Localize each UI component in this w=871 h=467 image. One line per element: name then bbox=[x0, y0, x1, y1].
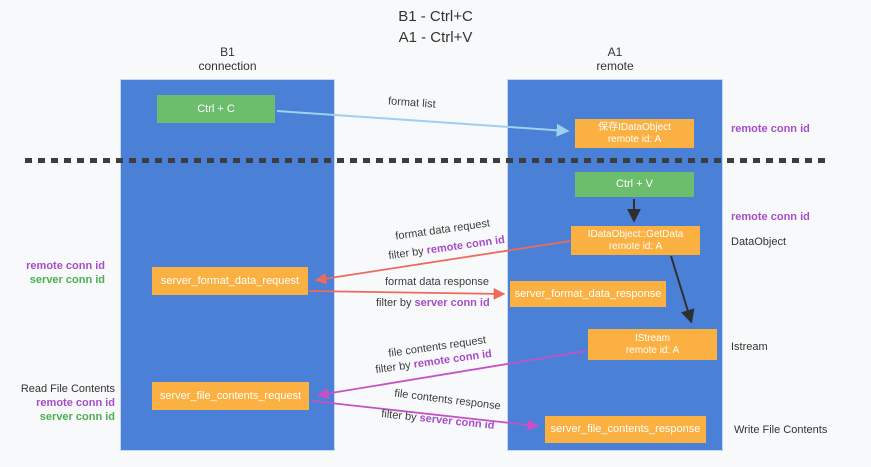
left-conn-id-stack-2: Read File Contents remote conn id server… bbox=[5, 383, 115, 425]
server-conn-id-highlight-1: server conn id bbox=[414, 297, 490, 309]
left-server-conn-id-1: server conn id bbox=[29, 274, 105, 286]
save-idataobject-line2: remote id: A bbox=[607, 133, 662, 145]
remote-conn-id-highlight-1: remote conn id bbox=[425, 233, 506, 257]
file-contents-response-label: file contents response bbox=[393, 387, 502, 413]
filter-by-prefix: filter by bbox=[387, 244, 428, 263]
ctrl-v-label: Ctrl + V bbox=[616, 178, 653, 190]
server-file-contents-request-label: server_file_contents_request bbox=[159, 389, 302, 402]
server-conn-id-highlight-2: server conn id bbox=[418, 412, 496, 432]
filter-by-server-conn-id-2: filter by server conn id bbox=[381, 408, 495, 432]
filter-by-prefix: filter by bbox=[380, 408, 421, 425]
right-remote-conn-id-1: remote conn id bbox=[731, 123, 810, 135]
phase-divider-dashed-line bbox=[25, 158, 831, 163]
save-idataobject-line1: 保存IDataObject bbox=[598, 121, 671, 133]
node-server-format-data-request: server_format_data_request bbox=[152, 267, 308, 295]
server-format-data-request-label: server_format_data_request bbox=[160, 274, 300, 287]
lane-a1-name: A1 bbox=[607, 45, 623, 59]
filter-by-prefix: filter by bbox=[374, 358, 415, 377]
left-conn-id-stack-1: remote conn id server conn id bbox=[5, 260, 105, 288]
node-save-idataobject: 保存IDataObject remote id: A bbox=[575, 119, 694, 148]
filter-by-prefix: filter by bbox=[376, 297, 415, 309]
getdata-line2: remote id: A bbox=[608, 240, 663, 252]
format-list-label: format list bbox=[387, 95, 437, 111]
title-line-2: A1 - Ctrl+V bbox=[398, 29, 473, 46]
dataobject-label: DataObject bbox=[731, 236, 787, 248]
lane-a1-role: remote bbox=[596, 59, 634, 73]
node-server-file-contents-response: server_file_contents_response bbox=[545, 416, 706, 443]
lane-header-b1: B1 connection bbox=[120, 45, 335, 73]
node-istream: IStream remote id: A bbox=[588, 329, 717, 360]
left-remote-conn-id-1: remote conn id bbox=[26, 260, 105, 272]
ctrl-c-label: Ctrl + C bbox=[197, 102, 235, 115]
istream-line1: IStream bbox=[634, 332, 670, 344]
right-remote-conn-id-2: remote conn id bbox=[731, 211, 810, 223]
node-server-format-data-response: server_format_data_response bbox=[510, 281, 666, 307]
server-format-data-response-label: server_format_data_response bbox=[514, 287, 662, 300]
istream-line2: remote id: A bbox=[625, 344, 680, 356]
node-server-file-contents-request: server_file_contents_request bbox=[152, 382, 309, 410]
diagram-title: B1 - Ctrl+C A1 - Ctrl+V bbox=[0, 6, 871, 48]
node-ctrl-v: Ctrl + V bbox=[575, 172, 694, 197]
read-file-contents-label: Read File Contents bbox=[20, 383, 115, 395]
left-remote-conn-id-2: remote conn id bbox=[36, 397, 115, 409]
format-data-response-label: format data response bbox=[385, 276, 489, 288]
filter-by-server-conn-id-1: filter by server conn id bbox=[376, 297, 490, 309]
node-idataobject-getdata: IDataObject::GetData remote id: A bbox=[571, 226, 700, 255]
node-ctrl-c: Ctrl + C bbox=[157, 95, 275, 123]
title-line-1: B1 - Ctrl+C bbox=[398, 8, 473, 25]
server-file-contents-response-label: server_file_contents_response bbox=[550, 423, 701, 435]
lane-b1-role: connection bbox=[198, 59, 257, 73]
istream-side-label: Istream bbox=[731, 341, 768, 353]
lane-header-a1: A1 remote bbox=[507, 45, 723, 73]
left-server-conn-id-2: server conn id bbox=[39, 411, 115, 423]
getdata-line1: IDataObject::GetData bbox=[587, 228, 684, 240]
lane-b1-name: B1 bbox=[220, 45, 235, 59]
write-file-contents-label: Write File Contents bbox=[734, 424, 828, 436]
format-data-response-arrow bbox=[308, 288, 506, 300]
